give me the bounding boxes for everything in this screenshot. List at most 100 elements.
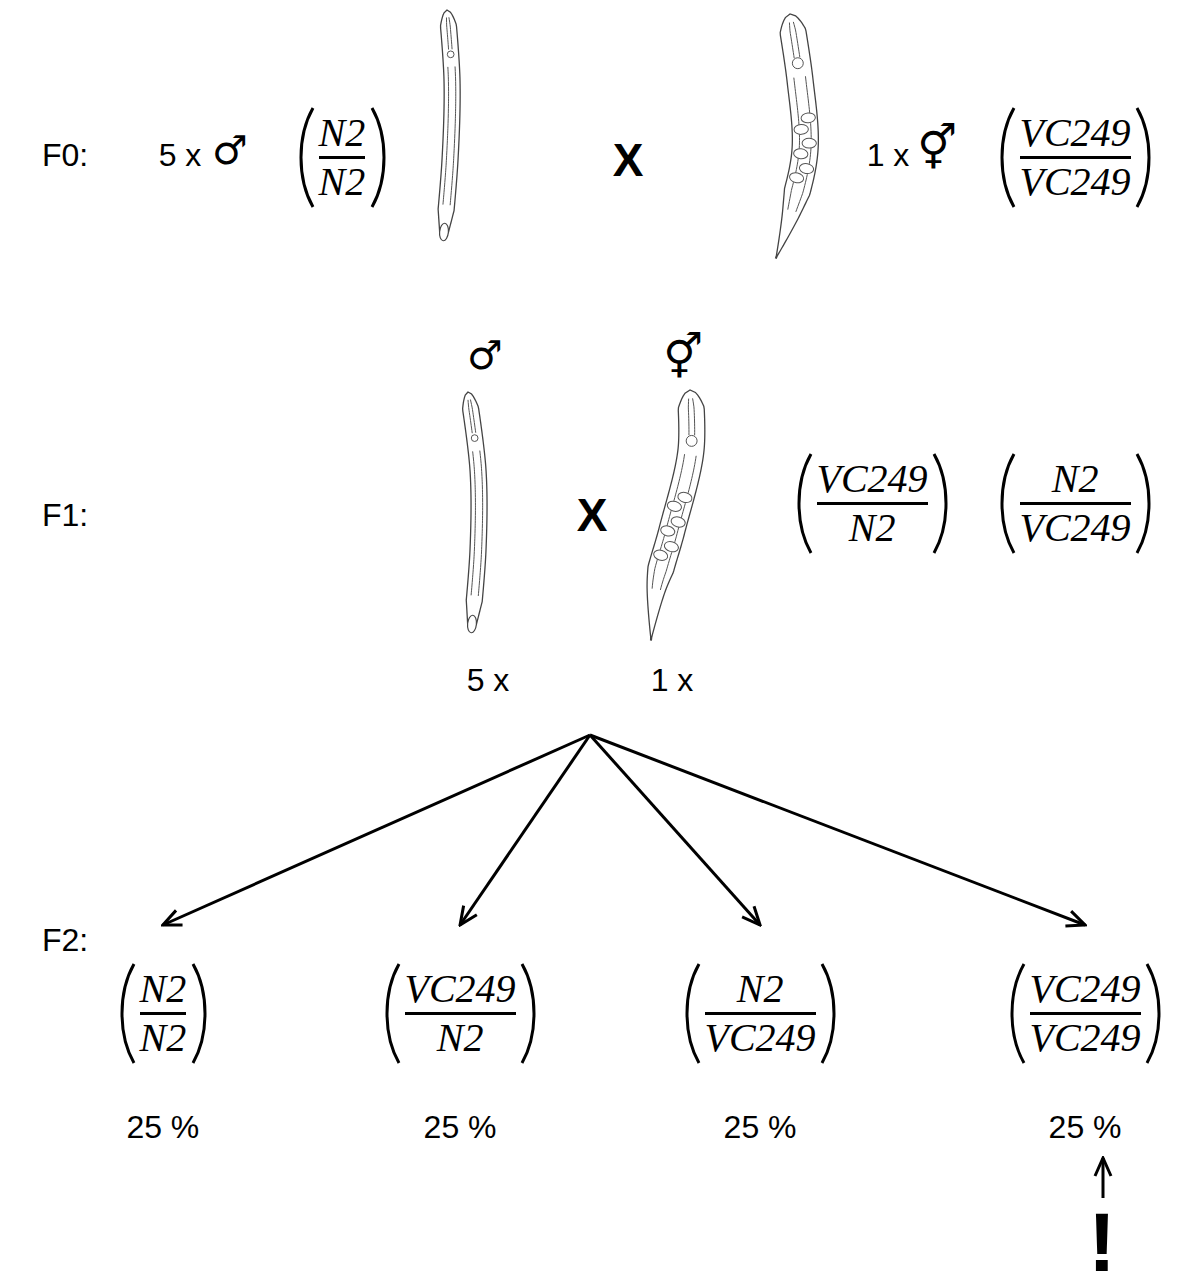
- egg: [663, 540, 680, 554]
- genotype-denominator: VC249: [1020, 505, 1131, 551]
- parenthesis: [372, 108, 384, 207]
- worm-pharynx: [693, 398, 695, 435]
- offspring-genotype: N2VC249 25 %: [679, 925, 842, 1146]
- fraction-stack: VC249N2: [817, 456, 928, 551]
- genotype-numerator: VC249: [1020, 110, 1131, 156]
- inheritance-arrow: [590, 735, 1085, 925]
- fraction-bar: [1020, 156, 1131, 159]
- worm-bulb: [686, 435, 697, 446]
- genotype-denominator: VC249: [1030, 1015, 1141, 1061]
- genotype-denominator: VC249: [1020, 159, 1131, 205]
- generation-label: F2:: [42, 924, 88, 956]
- worm-gut: [471, 451, 475, 595]
- cross-group: ♂⚥X5 x1 x: [440, 330, 740, 735]
- fraction-stack: VC249VC249: [1030, 966, 1141, 1061]
- exclamation-mark: !: [1088, 1200, 1116, 1284]
- egg: [794, 124, 809, 135]
- fraction-bar: [1020, 502, 1131, 505]
- worm-pharynx: [470, 399, 475, 432]
- parenthesis: [193, 964, 205, 1063]
- egg: [802, 138, 817, 148]
- offspring-genotype: VC249N2 25 %: [379, 925, 542, 1146]
- genotype-numerator: N2: [705, 966, 816, 1012]
- genotype-fraction: N2VC249: [994, 450, 1157, 557]
- worm-body: [438, 10, 460, 232]
- fraction-stack: N2VC249: [1020, 456, 1131, 551]
- genotype-fraction: VC249VC249: [994, 104, 1157, 211]
- egg: [660, 524, 676, 537]
- genotype-numerator: VC249: [1030, 966, 1141, 1012]
- parenthesis: [822, 964, 834, 1063]
- percentage-label: 25 %: [1049, 1109, 1122, 1146]
- male-tail-fan: [439, 223, 449, 241]
- hermaphrodite-worm: [647, 390, 705, 640]
- worm-gut: [788, 78, 800, 210]
- fraction-bar: [1030, 1012, 1141, 1015]
- inheritance-arrow: [590, 735, 760, 925]
- pointer-arrow: [1102, 1158, 1105, 1198]
- worm-bulb: [447, 51, 454, 58]
- fraction-bar: [319, 156, 366, 159]
- parenthesis: [1002, 108, 1014, 207]
- genotype-fraction: N2VC249: [679, 960, 842, 1067]
- parenthesis: [1002, 454, 1014, 553]
- genotype-fraction: VC249VC249: [1004, 960, 1167, 1067]
- generation-label: F1:: [42, 499, 88, 531]
- egg: [799, 162, 815, 174]
- egg: [666, 500, 682, 513]
- worm-pharynx: [793, 22, 800, 57]
- parenthesis: [799, 454, 811, 553]
- fraction-stack: VC249N2: [405, 966, 516, 1061]
- sex-symbol: ♂: [467, 335, 503, 375]
- worm-gut: [450, 66, 456, 205]
- parenthesis: [1137, 108, 1149, 207]
- genotype-denominator: VC249: [705, 1015, 816, 1061]
- genotype-denominator: N2: [319, 159, 366, 205]
- egg: [788, 171, 804, 184]
- worm-gut: [478, 451, 482, 596]
- parenthesis: [1012, 964, 1024, 1063]
- offspring-genotype: VC249VC249 25 %: [1004, 925, 1167, 1146]
- genotype-fraction: N2N2: [293, 104, 392, 211]
- worm-body: [647, 390, 705, 640]
- sex-symbol: ⚥: [663, 335, 703, 379]
- genotype-denominator: N2: [817, 505, 928, 551]
- genotype-numerator: VC249: [817, 456, 928, 502]
- fraction-bar: [705, 1012, 816, 1015]
- parenthesis: [1147, 964, 1159, 1063]
- parenthesis: [687, 964, 699, 1063]
- egg: [793, 148, 808, 159]
- worm-bulb: [792, 58, 803, 69]
- count-label: 5 x: [159, 139, 202, 171]
- inheritance-arrow: [163, 735, 590, 925]
- worm-bulb: [471, 435, 478, 442]
- egg: [670, 515, 686, 528]
- genotype-fraction: N2N2: [114, 960, 213, 1067]
- generation-label: F0:: [42, 139, 88, 171]
- parenthesis: [522, 964, 534, 1063]
- worm-gut: [443, 67, 449, 205]
- genotype-numerator: N2: [319, 110, 366, 156]
- percentage-label: 25 %: [424, 1109, 497, 1146]
- parenthesis: [934, 454, 946, 553]
- male-tail-fan: [467, 615, 478, 633]
- genotype-numerator: VC249: [405, 966, 516, 1012]
- genotype-fraction: VC249N2: [379, 960, 542, 1067]
- worm-body: [776, 14, 819, 258]
- count-label: 5 x: [467, 664, 510, 696]
- worm-pharynx: [449, 17, 452, 49]
- worm-pharynx: [789, 23, 794, 59]
- inheritance-arrow: [460, 735, 590, 925]
- fraction-stack: N2N2: [319, 110, 366, 205]
- genotype-fraction: VC249N2: [791, 450, 954, 557]
- percentage-label: 25 %: [724, 1109, 797, 1146]
- parenthesis: [387, 964, 399, 1063]
- parenthesis: [122, 964, 134, 1063]
- parenthesis: [301, 108, 313, 207]
- fraction-stack: N2VC249: [705, 966, 816, 1061]
- egg: [677, 491, 693, 504]
- fraction-stack: N2N2: [140, 966, 187, 1061]
